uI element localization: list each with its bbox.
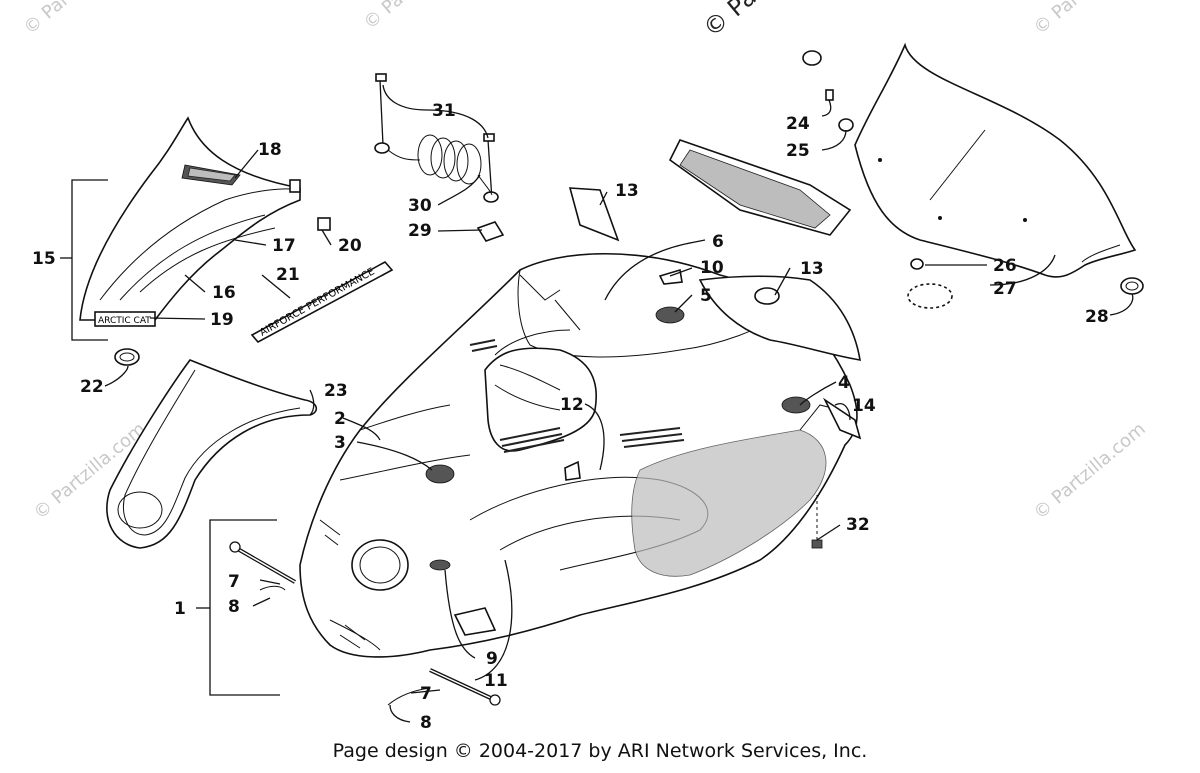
decal-part — [568, 187, 620, 242]
callout-6: 6 — [712, 232, 724, 252]
watermark: © Partzilla.com — [360, 0, 480, 34]
brand-decal: ARCTIC CAT — [98, 316, 151, 326]
windshield-part — [802, 42, 1144, 309]
callout-27: 27 — [993, 279, 1017, 299]
callout-2: 2 — [334, 409, 346, 429]
callout-11: 11 — [484, 671, 508, 691]
callout-20: 20 — [338, 236, 362, 256]
callout-7-lower: 7 — [420, 684, 432, 704]
callout-21: 21 — [276, 265, 300, 285]
callout-1: 1 — [174, 599, 186, 619]
callout-7: 7 — [228, 572, 240, 592]
callout-24: 24 — [786, 114, 810, 134]
decal-pad — [781, 396, 811, 414]
callout-labels: 1 2 3 4 5 6 7 7 8 8 9 10 11 12 13 13 14 … — [32, 101, 1109, 733]
watermark: © Partzilla.com — [1030, 0, 1150, 39]
nosepan-part — [299, 253, 862, 658]
callout-23: 23 — [324, 381, 348, 401]
decal-part — [698, 275, 861, 361]
pin-part — [229, 541, 501, 706]
callout-18: 18 — [258, 140, 282, 160]
callout-16: 16 — [212, 283, 236, 303]
callout-25: 25 — [786, 141, 810, 161]
watermark-top: © Par — [698, 0, 769, 43]
callout-9: 9 — [486, 649, 498, 669]
grommet-part — [114, 348, 140, 366]
decal-pad — [425, 464, 455, 484]
callout-31: 31 — [432, 101, 456, 121]
callout-8-lower: 8 — [420, 713, 432, 733]
callout-17: 17 — [272, 236, 296, 256]
callout-32: 32 — [846, 515, 870, 535]
seal-part — [106, 359, 318, 549]
decal-part — [564, 460, 581, 481]
callout-12: 12 — [560, 395, 584, 415]
hood-assembly: ARCTIC CAT AIRFORCE PERFORMANCE — [60, 116, 394, 344]
decal-part — [668, 139, 852, 236]
callout-3: 3 — [334, 433, 346, 453]
rivet-part — [811, 539, 823, 549]
callout-5: 5 — [700, 286, 712, 306]
callout-8: 8 — [228, 597, 240, 617]
callout-29: 29 — [408, 221, 432, 241]
callout-13: 13 — [615, 181, 639, 201]
watermark: © Partzilla.com — [1030, 418, 1150, 523]
harness-part — [374, 73, 505, 242]
callout-19: 19 — [210, 310, 234, 330]
footer-copyright: Page design © 2004-2017 by ARI Network S… — [332, 740, 868, 762]
decal-part — [754, 287, 780, 305]
decal-pad — [655, 306, 685, 324]
callout-22: 22 — [80, 377, 104, 397]
callout-15: 15 — [32, 249, 56, 269]
callout-30: 30 — [408, 196, 432, 216]
callout-13-right: 13 — [800, 259, 824, 279]
callout-28: 28 — [1085, 307, 1109, 327]
callout-4: 4 — [838, 373, 850, 393]
decal-pad — [429, 559, 451, 571]
callout-10: 10 — [700, 258, 724, 278]
watermark: © Partzilla.com — [20, 0, 140, 39]
callout-26: 26 — [993, 256, 1017, 276]
callout-14: 14 — [852, 396, 876, 416]
